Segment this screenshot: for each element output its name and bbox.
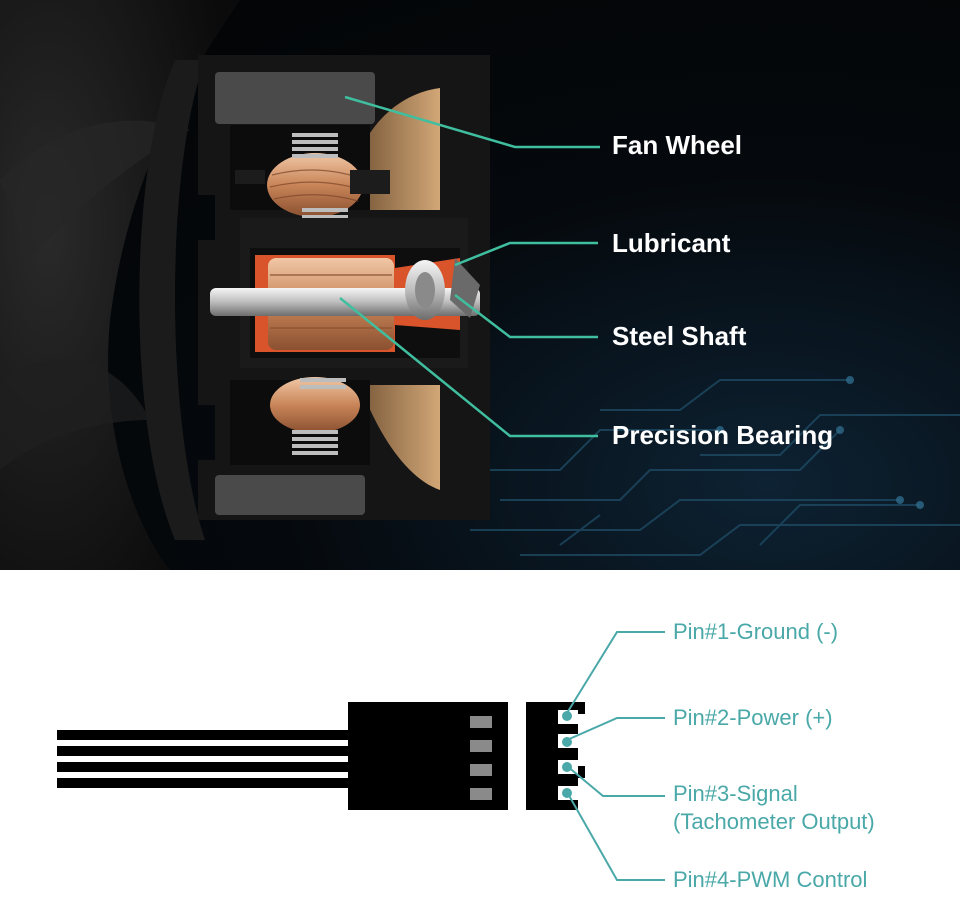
pin1-label: Pin#1-Ground (-) (673, 619, 839, 644)
motor-cross-section-panel: Fan Wheel Lubricant Steel Shaft Precisio… (0, 0, 960, 570)
callout-leader-lines (339, 95, 600, 438)
callout-lubricant: Lubricant (612, 228, 731, 258)
motor-cross-section-illustration (0, 0, 960, 570)
pin3-label-line2: (Tachometer Output) (673, 809, 875, 834)
wire-bundle-icon (57, 730, 352, 788)
pin3-label-line1: Pin#3-Signal (673, 781, 798, 806)
pin-dots (562, 711, 572, 798)
connector-socket-icon (526, 702, 585, 810)
connector-illustration (57, 631, 665, 881)
pin4-label: Pin#4-PWM Control (673, 867, 868, 892)
connector-pinout-panel: Pin#1-Ground (-) Pin#2-Power (+) Pin#3-S… (0, 570, 960, 920)
pin-leader-lines (566, 631, 665, 881)
callout-precision-bearing: Precision Bearing (612, 420, 834, 450)
callout-steel-shaft: Steel Shaft (612, 321, 747, 351)
pin2-label: Pin#2-Power (+) (673, 705, 833, 730)
circuit-traces (470, 379, 960, 556)
callout-fan-wheel: Fan Wheel (612, 130, 743, 160)
pin3-label: Pin#3-Signal (Tachometer Output) (673, 780, 875, 836)
